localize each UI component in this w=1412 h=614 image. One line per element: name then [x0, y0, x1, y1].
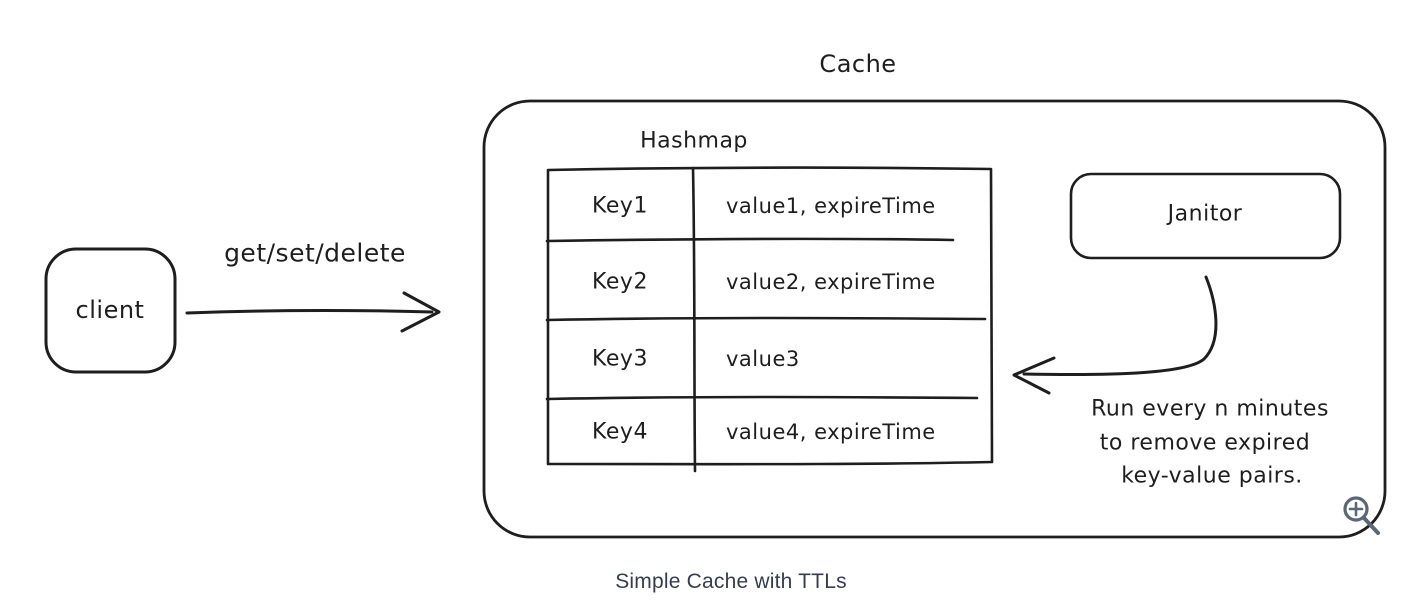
- request-arrow-head: [400, 291, 441, 333]
- janitor-label: Janitor: [1167, 201, 1243, 227]
- janitor-note-line: Run every n minutes: [1091, 396, 1329, 422]
- janitor-note-line: to remove expired: [1099, 430, 1311, 456]
- hashmap-table-row-divider-1: [545, 237, 955, 243]
- figure-caption: Simple Cache with TTLs: [615, 570, 847, 593]
- cache-title: Cache: [819, 50, 897, 78]
- hashmap-row-value: value2, expireTime: [726, 270, 936, 294]
- client-box: [44, 247, 177, 374]
- janitor-box: [1069, 172, 1342, 260]
- hashmap-table-column-divider: [691, 166, 697, 473]
- request-arrow-shaft: [185, 309, 434, 315]
- zoom-in-icon-handle: [1362, 516, 1380, 535]
- hashmap-row-value: value3: [726, 347, 800, 371]
- request-arrow-label: get/set/delete: [224, 238, 406, 268]
- hashmap-row-key: Key3: [592, 346, 648, 372]
- janitor-arrow-head: [1012, 356, 1056, 395]
- hashmap-table-row-divider-3: [545, 395, 979, 401]
- hashmap-table-outline: [546, 166, 994, 466]
- zoom-in-icon-lens: [1343, 496, 1369, 522]
- janitor-note-line: key-value pairs.: [1121, 463, 1303, 489]
- hashmap-row-key: Key1: [592, 193, 648, 219]
- hashmap-table-row-divider-2: [545, 316, 987, 322]
- hashmap-row-key: Key2: [592, 269, 648, 295]
- hashmap-label: Hashmap: [640, 128, 748, 154]
- client-label: client: [75, 296, 145, 324]
- hashmap-row-value: value1, expireTime: [726, 194, 936, 218]
- hashmap-row-key: Key4: [592, 419, 648, 445]
- cache-box: [482, 99, 1387, 539]
- zoom-in-icon[interactable]: [1343, 496, 1380, 535]
- hashmap-row-value: value4, expireTime: [726, 420, 936, 444]
- janitor-arrow-shaft: [1022, 275, 1218, 377]
